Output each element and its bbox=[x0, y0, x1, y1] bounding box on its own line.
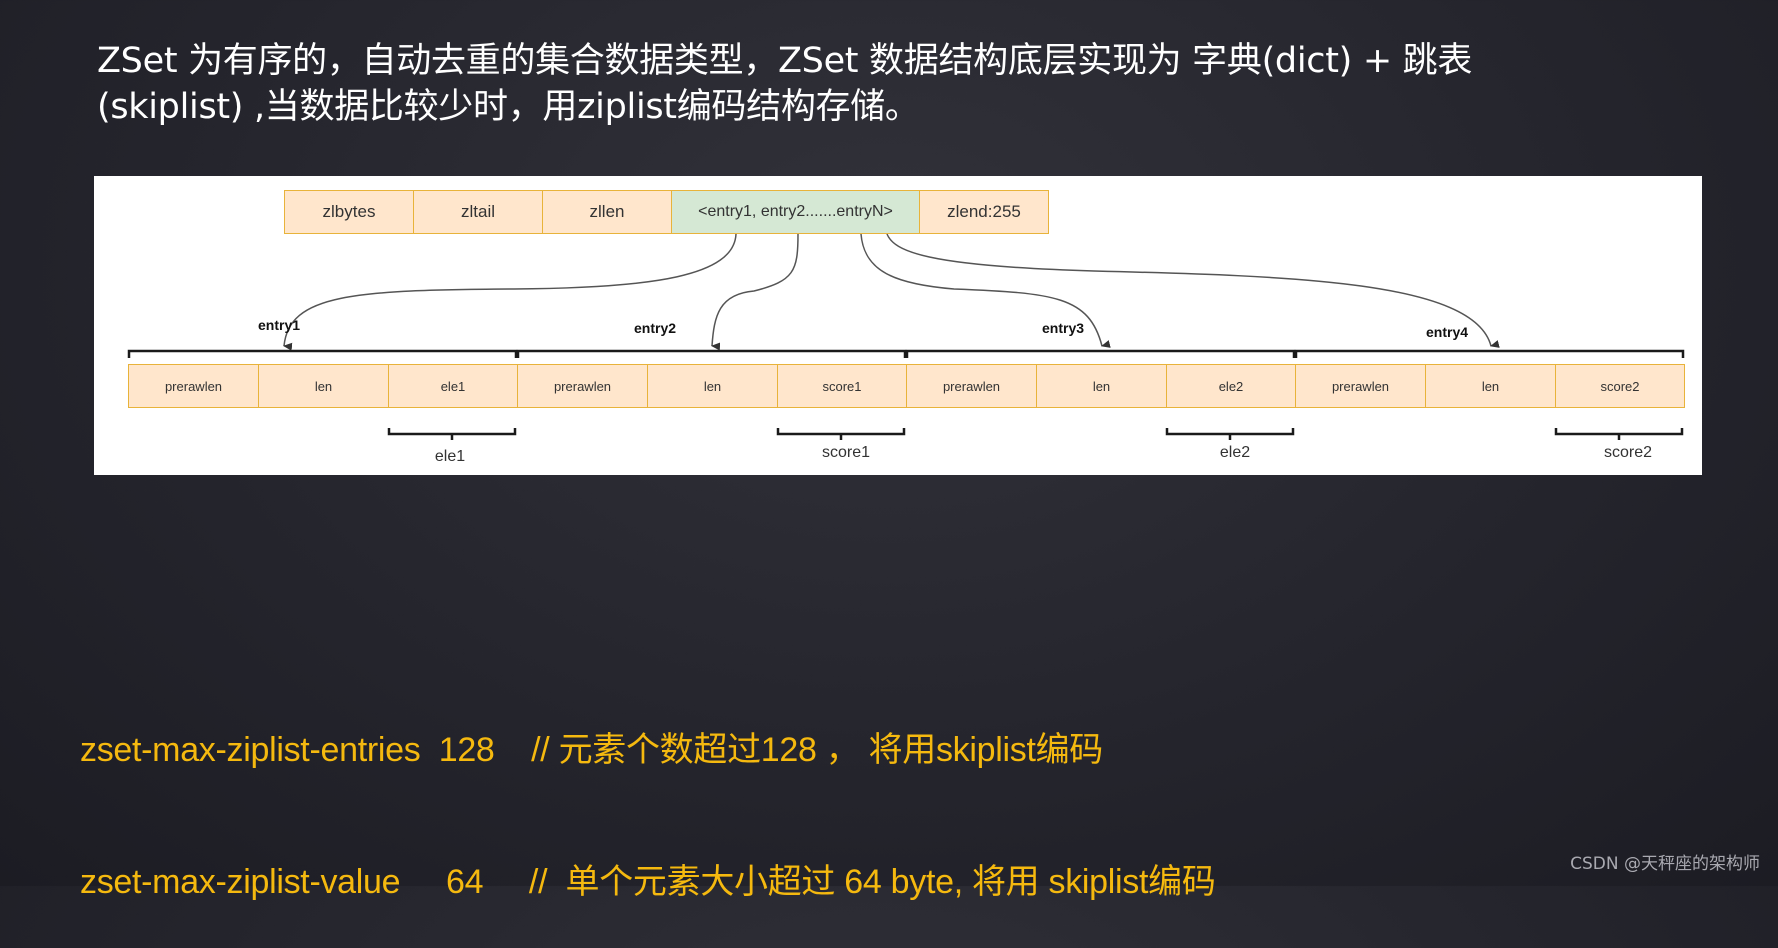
field-brackets bbox=[387, 428, 1684, 440]
entry4-score2: score2 bbox=[1555, 364, 1685, 408]
config-text: zset-max-ziplist-entries 128 // 元素个数超过12… bbox=[80, 640, 1216, 948]
zlend-label: zlend:255 bbox=[947, 202, 1021, 221]
entry3-prerawlen: prerawlen bbox=[906, 364, 1037, 408]
watermark: CSDN @天秤座的架构师 bbox=[1570, 854, 1760, 874]
field-label: ele2 bbox=[1218, 378, 1244, 394]
field-label: prerawlen bbox=[553, 378, 612, 394]
score1-underlabel: score1 bbox=[821, 444, 871, 461]
zltail-box: zltail bbox=[413, 190, 543, 234]
zltail-label: zltail bbox=[460, 202, 495, 221]
field-label: prerawlen bbox=[942, 378, 1001, 394]
field-label: prerawlen bbox=[164, 378, 223, 394]
zlend-box: zlend:255 bbox=[919, 190, 1049, 234]
field-label: len bbox=[1481, 378, 1500, 394]
entry2-score1: score1 bbox=[777, 364, 907, 408]
zllen-label: zllen bbox=[589, 202, 625, 221]
entry4-len: len bbox=[1425, 364, 1556, 408]
entries-label: <entry1, entry2.......entryN> bbox=[698, 203, 893, 220]
zlbytes-box: zlbytes bbox=[284, 190, 414, 234]
intro-line-1: ZSet 为有序的，自动去重的集合数据类型，ZSet 数据结构底层实现为 字典(… bbox=[97, 41, 1473, 81]
entry3-ele2: ele2 bbox=[1166, 364, 1296, 408]
entry1-len: len bbox=[258, 364, 389, 408]
config-entries-line: zset-max-ziplist-entries 128 // 元素个数超过12… bbox=[80, 731, 1104, 769]
entry2-len: len bbox=[647, 364, 778, 408]
ziplist-diagram: zlbytes zltail zllen <entry1, entry2....… bbox=[94, 176, 1702, 475]
ele2-underlabel: ele2 bbox=[1219, 444, 1251, 461]
entry-arrows bbox=[283, 233, 1500, 351]
entries-box: <entry1, entry2.......entryN> bbox=[671, 190, 920, 234]
field-label: len bbox=[703, 378, 722, 394]
ele1-underlabel: ele1 bbox=[434, 448, 466, 465]
intro-text: ZSet 为有序的，自动去重的集合数据类型，ZSet 数据结构底层实现为 字典(… bbox=[97, 38, 1697, 130]
field-label: prerawlen bbox=[1331, 378, 1390, 394]
entry1-prerawlen: prerawlen bbox=[128, 364, 259, 408]
field-label: len bbox=[1092, 378, 1111, 394]
diagram-lines bbox=[127, 233, 1685, 440]
entry2-label: entry2 bbox=[634, 320, 677, 336]
score2-underlabel: score2 bbox=[1603, 444, 1653, 461]
entry3-label: entry3 bbox=[1042, 320, 1085, 336]
entry3-len: len bbox=[1036, 364, 1167, 408]
intro-line-2: (skiplist) ,当数据比较少时，用ziplist编码结构存储。 bbox=[97, 87, 920, 127]
entry-brackets bbox=[127, 349, 1685, 358]
field-label: score2 bbox=[1600, 378, 1640, 394]
field-label: score1 bbox=[822, 378, 862, 394]
field-label: len bbox=[314, 378, 333, 394]
config-value-line: zset-max-ziplist-value 64 // 单个元素大小超过 64… bbox=[80, 863, 1216, 901]
entry4-prerawlen: prerawlen bbox=[1295, 364, 1426, 408]
entry1-label: entry1 bbox=[258, 317, 301, 333]
zllen-box: zllen bbox=[542, 190, 672, 234]
entry1-ele1: ele1 bbox=[388, 364, 518, 408]
entry4-label: entry4 bbox=[1426, 324, 1469, 340]
zlbytes-label: zlbytes bbox=[322, 202, 376, 221]
field-label: ele1 bbox=[440, 378, 466, 394]
entry2-prerawlen: prerawlen bbox=[517, 364, 648, 408]
